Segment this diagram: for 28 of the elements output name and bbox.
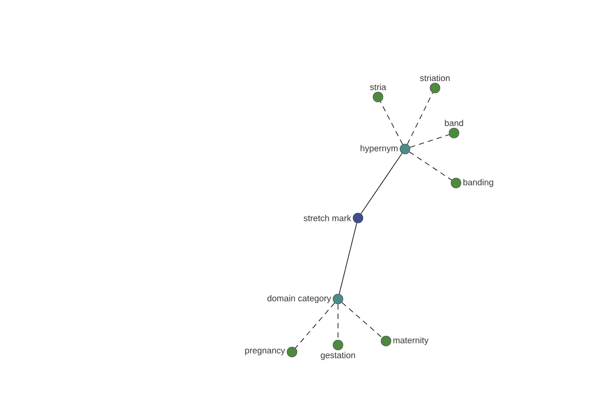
node-label: stretch mark (304, 214, 352, 222)
graph-node: domain category (267, 294, 344, 304)
connector-line (295, 302, 335, 348)
graph-node: stria (370, 84, 386, 102)
connector-line (410, 134, 450, 148)
graph-node: maternity (380, 336, 428, 346)
connector-line (409, 152, 452, 180)
graph-node: stretch mark (304, 212, 364, 224)
node-label: band (444, 120, 464, 126)
connector-line (380, 101, 403, 145)
graph-node: pregnancy (245, 346, 298, 358)
node-label: banding (463, 178, 494, 188)
connector-line (342, 302, 382, 338)
node-label: maternity (393, 336, 428, 346)
connector-line (407, 92, 434, 145)
node-label: stria (370, 84, 386, 90)
node-label: domain category (267, 294, 332, 304)
node-label: gestation (320, 352, 356, 360)
graph-node: band (444, 120, 464, 138)
graph-node: gestation (320, 340, 355, 360)
node-label: pregnancy (245, 348, 286, 356)
graph-node: hypernym (360, 144, 410, 154)
graph-node: striation (420, 74, 450, 94)
node-label: striation (420, 74, 450, 82)
connector-line (360, 153, 402, 214)
graph-node: banding (450, 178, 494, 188)
connector-line (338, 222, 358, 294)
node-label: hypernym (360, 144, 398, 154)
